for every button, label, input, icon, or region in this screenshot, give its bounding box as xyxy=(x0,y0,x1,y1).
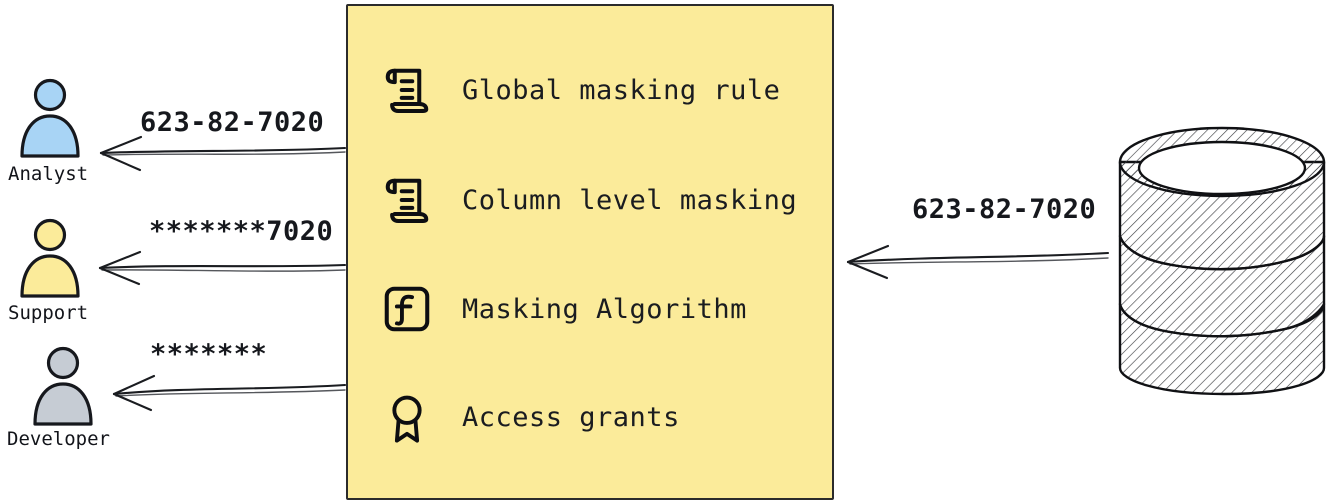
database-cylinder-icon[interactable] xyxy=(1110,118,1338,408)
policy-box xyxy=(346,4,834,500)
policy-item-global-masking-rule[interactable]: Global masking rule xyxy=(378,61,780,119)
arrow-to-developer xyxy=(112,374,347,412)
flow-label-support: *******7020 xyxy=(149,216,334,247)
scroll-icon xyxy=(378,171,436,229)
arrow-db-to-policy xyxy=(846,244,1110,280)
policy-item-list: Global masking rule Column level masking xyxy=(346,4,834,500)
policy-item-column-level-masking[interactable]: Column level masking xyxy=(378,171,797,229)
flow-label-database: 623-82-7020 xyxy=(912,194,1097,225)
actor-developer[interactable] xyxy=(27,346,99,428)
arrow-to-support xyxy=(98,250,347,286)
scroll-icon xyxy=(378,61,436,119)
person-icon xyxy=(20,218,80,298)
policy-item-label: Masking Algorithm xyxy=(462,293,747,325)
person-icon xyxy=(33,346,93,426)
actor-label-developer: Developer xyxy=(7,428,110,450)
function-f-icon xyxy=(378,280,436,338)
actor-analyst[interactable] xyxy=(14,78,86,160)
flow-label-analyst: 623-82-7020 xyxy=(140,107,325,138)
policy-item-masking-algorithm[interactable]: Masking Algorithm xyxy=(378,280,747,338)
actor-label-analyst: Analyst xyxy=(8,163,89,185)
arrow-to-analyst xyxy=(99,135,347,172)
person-icon xyxy=(20,78,80,158)
policy-item-label: Column level masking xyxy=(462,184,798,216)
flow-label-developer: ******* xyxy=(150,339,268,370)
actor-label-support: Support xyxy=(8,302,89,324)
award-ribbon-icon xyxy=(378,388,436,446)
policy-item-access-grants[interactable]: Access grants xyxy=(378,388,680,446)
policy-item-label: Access grants xyxy=(462,401,680,433)
policy-item-label: Global masking rule xyxy=(462,74,781,106)
actor-support[interactable] xyxy=(14,218,86,300)
